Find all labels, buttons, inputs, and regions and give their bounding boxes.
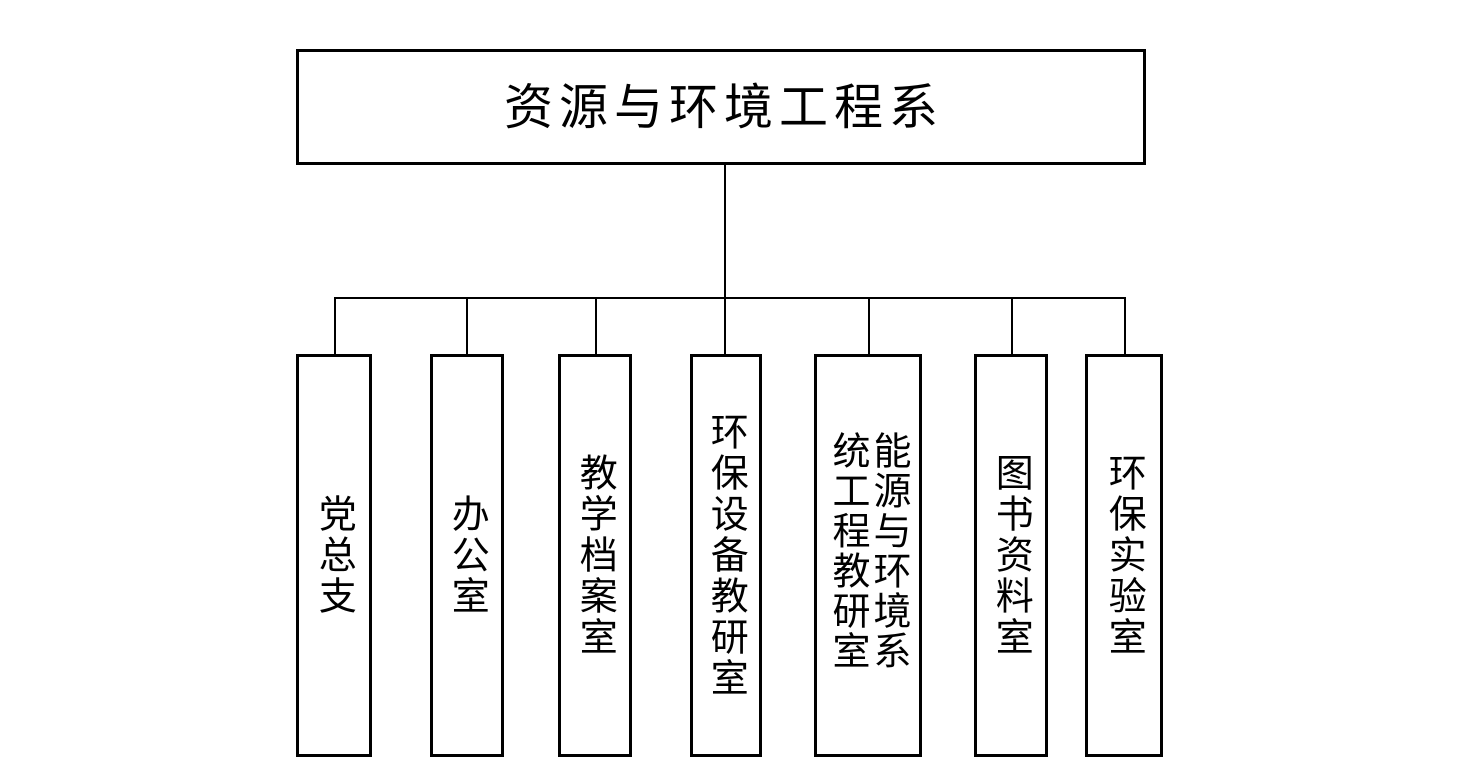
org-node-1-label: 党总支 (312, 494, 357, 617)
org-node-7[interactable]: 环保实验室 (1085, 354, 1163, 757)
org-node-2-label: 办公室 (445, 494, 490, 617)
connector-drop-6 (1011, 297, 1013, 354)
connector-drop-2 (466, 297, 468, 354)
org-node-5[interactable]: 能源与环境系统工程教研室 (814, 354, 922, 757)
org-node-root-label: 资源与环境工程系 (503, 78, 944, 136)
org-node-1[interactable]: 党总支 (296, 354, 372, 757)
org-node-root[interactable]: 资源与环境工程系 (296, 49, 1146, 165)
org-node-6-label: 图书资料室 (989, 453, 1034, 658)
connector-drop-7 (1124, 297, 1126, 354)
connector-drop-5 (868, 297, 870, 354)
org-node-3-label: 教学档案室 (573, 453, 618, 658)
org-node-3[interactable]: 教学档案室 (558, 354, 632, 757)
connector-trunk-vertical (724, 165, 726, 354)
connector-horizontal-bus (334, 297, 1124, 299)
org-node-4[interactable]: 环保设备教研室 (690, 354, 762, 757)
org-node-2[interactable]: 办公室 (430, 354, 504, 757)
org-node-4-label: 环保设备教研室 (704, 412, 749, 699)
org-node-7-label: 环保实验室 (1102, 453, 1147, 658)
org-node-5-label: 能源与环境系统工程教研室 (826, 430, 912, 671)
org-node-6[interactable]: 图书资料室 (974, 354, 1048, 757)
connector-drop-3 (595, 297, 597, 354)
connector-drop-1 (334, 297, 336, 354)
